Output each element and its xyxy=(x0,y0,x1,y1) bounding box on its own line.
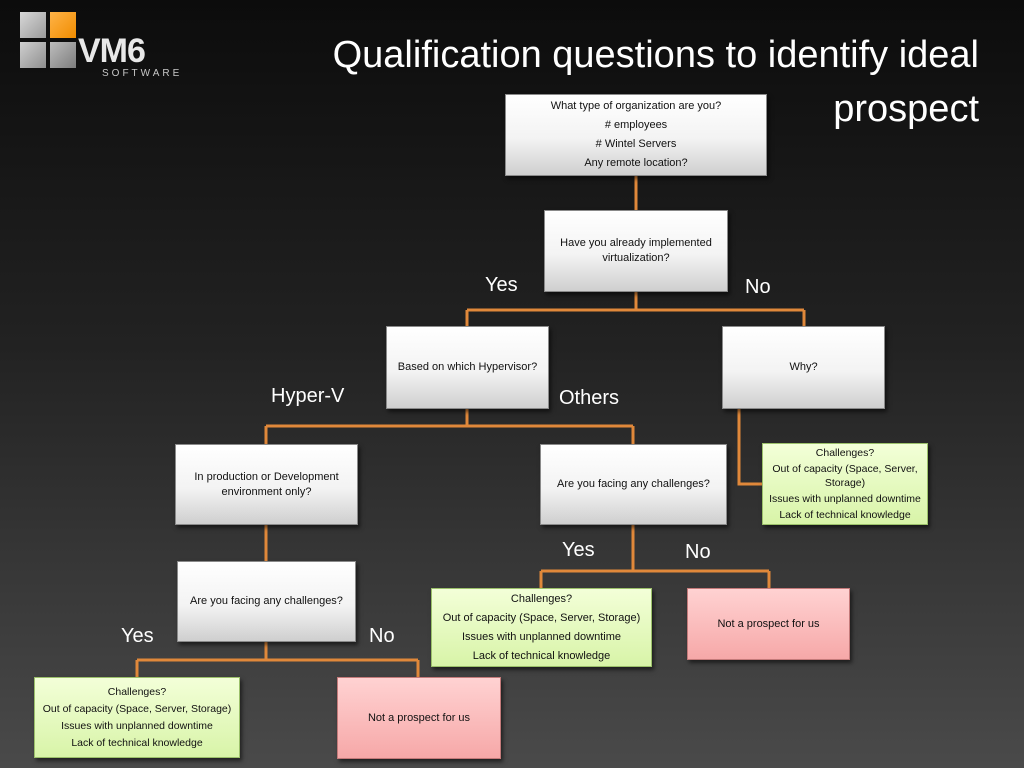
label-others: Others xyxy=(559,387,620,409)
node-why-challenges: Challenges? Out of capacity (Space, Serv… xyxy=(762,443,928,525)
node-line: Not a prospect for us xyxy=(367,711,471,724)
node-line: Lack of technical knowledge xyxy=(472,649,611,662)
vm6-logo: VM6 SOFTWARE xyxy=(18,10,188,90)
label-hyperv: Hyper-V xyxy=(271,385,345,407)
connector-others-challenges-split xyxy=(539,525,771,588)
node-hyperv-not-prospect: Not a prospect for us xyxy=(337,677,501,759)
node-line: Lack of technical knowledge xyxy=(779,509,911,521)
node-line: Any remote location? xyxy=(584,157,688,169)
connector-hypervisor-split xyxy=(264,409,635,444)
node-virtualization: Have you already implemented virtualizat… xyxy=(544,210,728,292)
node-line: Issues with unplanned downtime xyxy=(769,493,921,505)
node-line: Why? xyxy=(789,361,818,373)
logo-square-orange-icon xyxy=(50,12,76,38)
node-line: Challenges? xyxy=(107,686,167,698)
node-line: # Wintel Servers xyxy=(595,138,677,150)
label-others-yes: Yes xyxy=(562,539,595,561)
node-line: Challenges? xyxy=(815,447,875,459)
label-hyperv-no: No xyxy=(369,625,395,647)
logo-square-icon xyxy=(20,12,46,38)
connector-why-to-challenges xyxy=(737,409,762,486)
node-prod-dev: In production or Development environment… xyxy=(175,444,358,525)
node-line: Lack of technical knowledge xyxy=(71,737,203,749)
node-hyperv-challenges-question: Are you facing any challenges? xyxy=(177,561,356,642)
node-line: Issues with unplanned downtime xyxy=(61,720,213,732)
logo-brand: VM6 xyxy=(78,32,146,70)
node-hyperv-yes-challenges: Challenges? Out of capacity (Space, Serv… xyxy=(34,677,240,758)
node-line: Are you facing any challenges? xyxy=(557,478,710,490)
label-hyperv-yes: Yes xyxy=(121,625,154,647)
node-line: # employees xyxy=(604,119,668,131)
node-line: Not a prospect for us xyxy=(717,617,820,630)
node-line: What type of organization are you? xyxy=(550,100,722,112)
node-line: Based on which Hypervisor? xyxy=(397,361,538,373)
node-line: In production or Development environment… xyxy=(194,470,339,498)
node-org-type: What type of organization are you? # emp… xyxy=(505,94,767,176)
node-line: Out of capacity (Space, Server, Storage) xyxy=(772,463,918,489)
node-why: Why? xyxy=(722,326,885,409)
node-others-yes-challenges: Challenges? Out of capacity (Space, Serv… xyxy=(431,588,652,667)
logo-square-icon xyxy=(20,42,46,68)
node-others-not-prospect: Not a prospect for us xyxy=(687,588,850,660)
node-line: Challenges? xyxy=(510,592,573,605)
slide-title: Qualification questions to identify idea… xyxy=(332,34,979,130)
label-virtualization-yes: Yes xyxy=(485,274,518,296)
node-hypervisor: Based on which Hypervisor? xyxy=(386,326,549,409)
node-others-challenges-question: Are you facing any challenges? xyxy=(540,444,727,525)
node-line: Issues with unplanned downtime xyxy=(462,630,621,643)
label-virtualization-no: No xyxy=(745,276,771,298)
node-line: Out of capacity (Space, Server, Storage) xyxy=(442,611,641,624)
node-line: Out of capacity (Space, Server, Storage) xyxy=(42,703,232,715)
connector-hyperv-challenges-split xyxy=(135,642,420,677)
label-others-no: No xyxy=(685,541,711,563)
logo-square-icon xyxy=(50,42,76,68)
node-line: Have you already implemented virtualizat… xyxy=(560,237,712,264)
connector-virtualization-split xyxy=(465,292,806,326)
node-line: Are you facing any challenges? xyxy=(190,595,343,607)
logo-subtitle: SOFTWARE xyxy=(102,68,183,79)
